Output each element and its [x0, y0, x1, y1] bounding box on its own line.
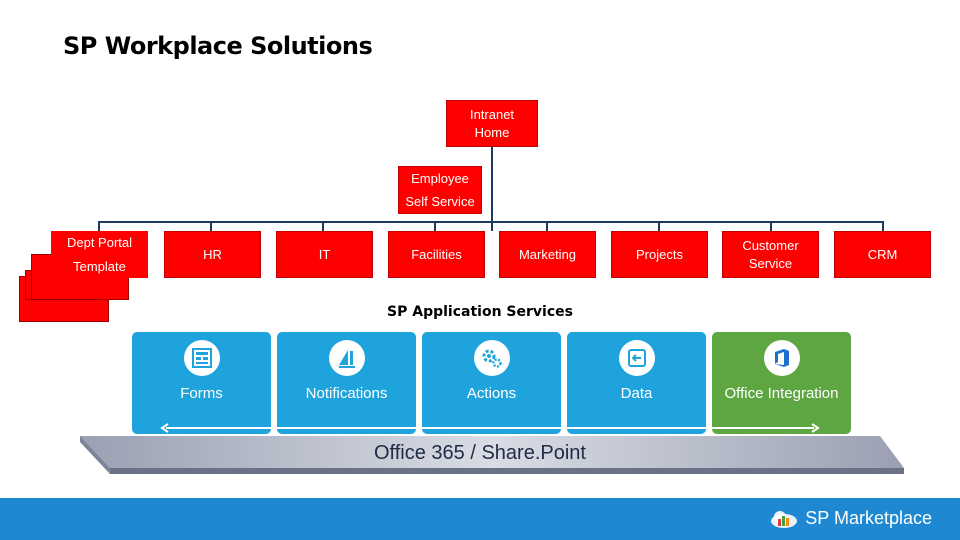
department-box-customer-service: Customer Service — [722, 231, 819, 278]
gears-icon — [473, 340, 510, 376]
department-label: Facilities — [411, 246, 462, 262]
department-box-crm: CRM — [834, 231, 931, 278]
employee-self-service-box: Employee Self Service — [398, 166, 482, 214]
employee-self-service-line1: Employee — [411, 170, 469, 186]
double-arrow-icon — [160, 423, 820, 433]
dept-portal-line2: Template — [73, 259, 126, 274]
department-label: CRM — [867, 246, 898, 262]
connector-vertical-top — [491, 147, 493, 231]
department-label: Marketing — [518, 246, 577, 262]
service-tile-data[interactable]: Data — [567, 332, 706, 434]
service-label: Notifications — [305, 385, 388, 402]
department-label: IT — [318, 246, 331, 262]
connector-drop-dept — [98, 221, 100, 233]
office-icon — [763, 340, 800, 376]
service-tile-office-integration[interactable]: Office Integration — [712, 332, 851, 434]
service-tile-forms[interactable]: Forms — [132, 332, 271, 434]
service-tile-actions[interactable]: Actions — [422, 332, 561, 434]
connector-horizontal — [98, 221, 884, 223]
department-box-hr: HR — [164, 231, 261, 278]
dept-portal-template-box: Dept Portal Template — [51, 231, 148, 278]
service-tile-notifications[interactable]: Notifications — [277, 332, 416, 434]
department-box-projects: Projects — [611, 231, 708, 278]
department-box-it: IT — [276, 231, 373, 278]
connector-drop-projects — [658, 221, 660, 233]
employee-self-service-line2: Self Service — [405, 194, 475, 209]
connector-drop-marketing — [546, 221, 548, 233]
department-label: Customer Service — [742, 237, 799, 271]
service-label: Office Integration — [724, 385, 839, 402]
page-title: SP Workplace Solutions — [63, 32, 373, 60]
cloud-logo-icon — [771, 511, 798, 528]
connector-drop-it — [322, 221, 324, 233]
brand-logo: SP Marketplace — [769, 507, 932, 529]
notifications-icon — [328, 340, 365, 376]
data-import-icon — [618, 340, 655, 376]
dept-portal-line1: Dept Portal — [66, 235, 133, 250]
service-label: Forms — [180, 385, 223, 402]
intranet-home-line1: Intranet — [469, 106, 515, 122]
forms-icon — [183, 340, 220, 376]
connector-drop-customer — [770, 221, 772, 233]
intranet-home-box: Intranet Home — [446, 100, 538, 147]
connector-drop-crm — [882, 221, 884, 233]
connector-drop-facilities — [434, 221, 436, 233]
app-services-title: SP Application Services — [387, 304, 573, 320]
platform-label: Office 365 / Share.Point — [374, 442, 586, 464]
service-label: Actions — [466, 385, 517, 402]
department-box-marketing: Marketing — [499, 231, 596, 278]
intranet-home-line2: Home — [474, 124, 510, 140]
footer-bar — [0, 498, 960, 540]
service-label: Data — [620, 385, 653, 402]
department-label: Projects — [636, 246, 683, 262]
brand-name: SP Marketplace — [805, 507, 932, 528]
connector-drop-hr — [210, 221, 212, 233]
department-label: HR — [203, 246, 222, 262]
department-box-facilities: Facilities — [388, 231, 485, 278]
